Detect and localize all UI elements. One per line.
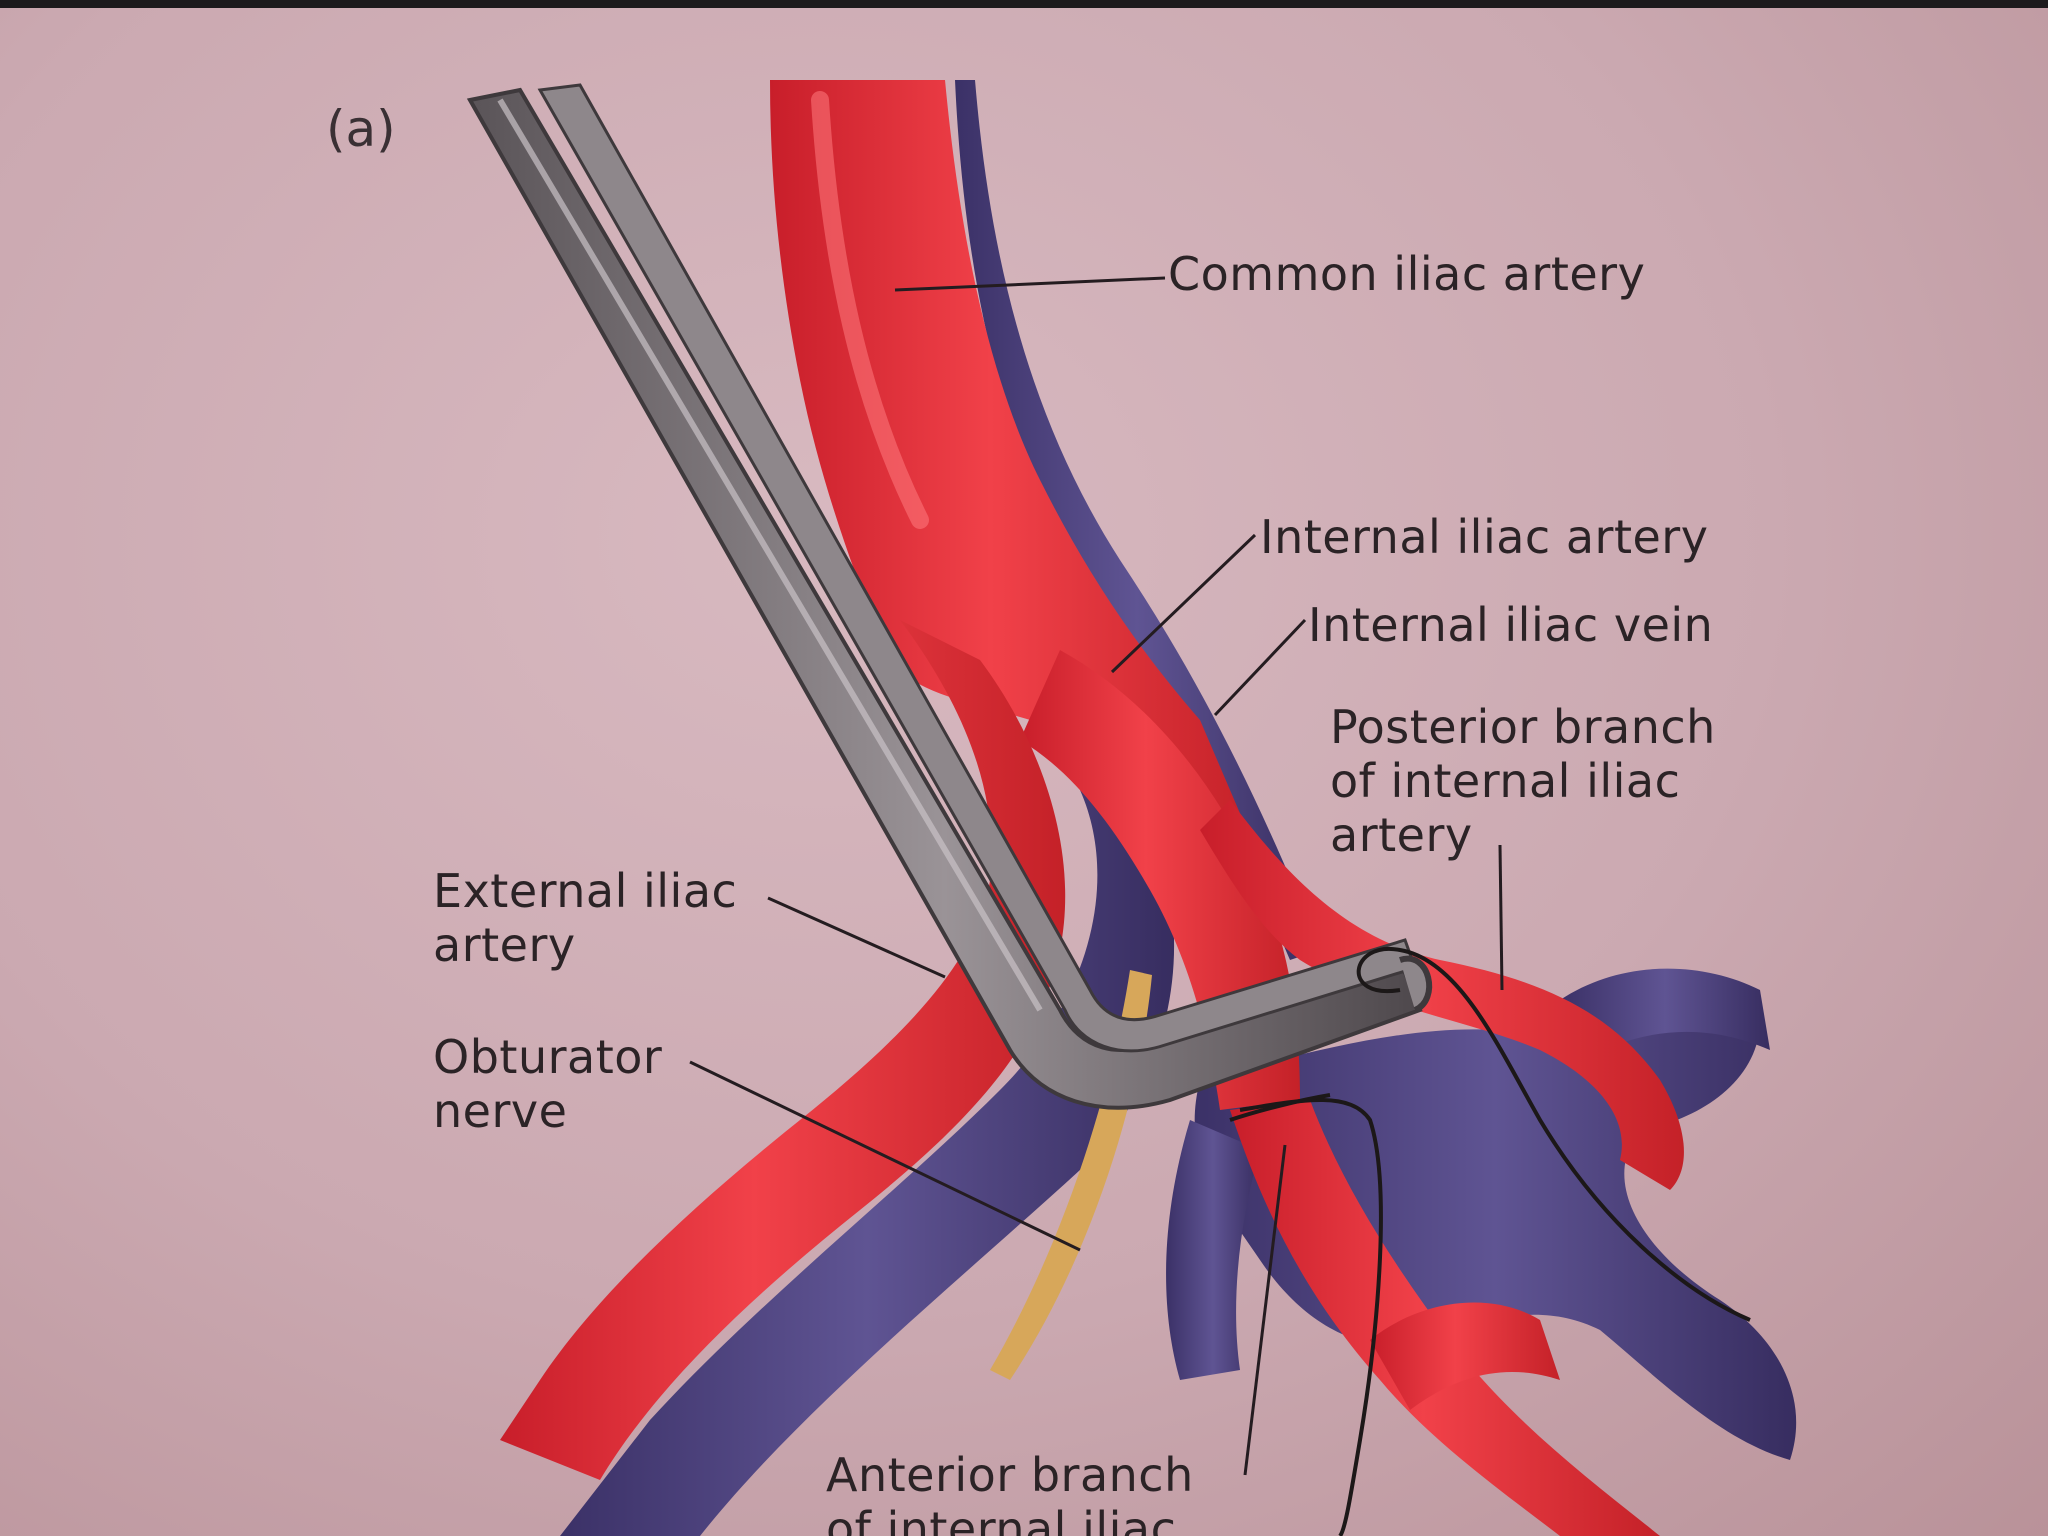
label-line: artery <box>433 918 576 972</box>
label-obturator-nerve: Obturator nerve <box>433 1030 662 1138</box>
suture-loop <box>1356 946 1751 1322</box>
clamp-highlight <box>497 98 1043 1012</box>
label-anterior-branch: Anterior branch of internal iliac <box>826 1448 1194 1536</box>
page-top-edge <box>0 0 2048 8</box>
common-iliac-artery-shape <box>770 80 1260 860</box>
label-line: Obturator <box>433 1030 663 1084</box>
suture-tail <box>1239 1098 1383 1536</box>
label-internal-iliac-vein: Internal iliac vein <box>1308 598 1713 652</box>
label-text: Common iliac artery <box>1168 247 1646 301</box>
external-iliac-vein-shape <box>560 790 1175 1536</box>
leader-anterior-branch <box>1243 1144 1287 1476</box>
panel-label: (a) <box>326 100 396 158</box>
label-line: of internal iliac <box>826 1502 1177 1536</box>
external-iliac-artery-shape <box>500 620 1066 1480</box>
anterior-branch-shape <box>1230 1100 1660 1536</box>
label-line: of internal iliac <box>1330 754 1681 808</box>
anterior-branch-split <box>1370 1302 1560 1410</box>
label-posterior-branch: Posterior branch of internal iliac arter… <box>1330 700 1716 862</box>
posterior-branch-shape <box>1200 800 1684 1190</box>
label-common-iliac-artery: Common iliac artery <box>1168 247 1645 301</box>
label-line: External iliac <box>433 864 738 918</box>
label-line: Posterior branch <box>1330 700 1716 754</box>
leader-internal-iliac-artery <box>1110 533 1257 674</box>
leader-common-iliac-artery <box>894 276 1166 292</box>
leader-internal-iliac-vein <box>1213 618 1307 717</box>
label-line: Anterior branch <box>826 1448 1194 1502</box>
leader-external-iliac-artery <box>767 896 946 979</box>
suture <box>1229 946 1751 1536</box>
leader-lines <box>689 276 1504 1476</box>
label-internal-iliac-artery: Internal iliac artery <box>1260 510 1708 564</box>
suture-tie <box>1229 1093 1331 1122</box>
label-text: Internal iliac artery <box>1260 510 1709 564</box>
label-external-iliac-artery: External iliac artery <box>433 864 737 972</box>
label-text: Internal iliac vein <box>1308 598 1714 652</box>
vascular-clamp <box>466 83 1433 1110</box>
label-line: nerve <box>433 1084 568 1138</box>
leader-posterior-branch <box>1498 844 1504 991</box>
vein-branch-lower <box>1166 1120 1260 1380</box>
artery-highlight <box>811 91 929 529</box>
clamp-tip <box>1399 955 1433 1013</box>
leader-obturator-nerve <box>689 1060 1081 1252</box>
label-line: artery <box>1330 808 1473 862</box>
